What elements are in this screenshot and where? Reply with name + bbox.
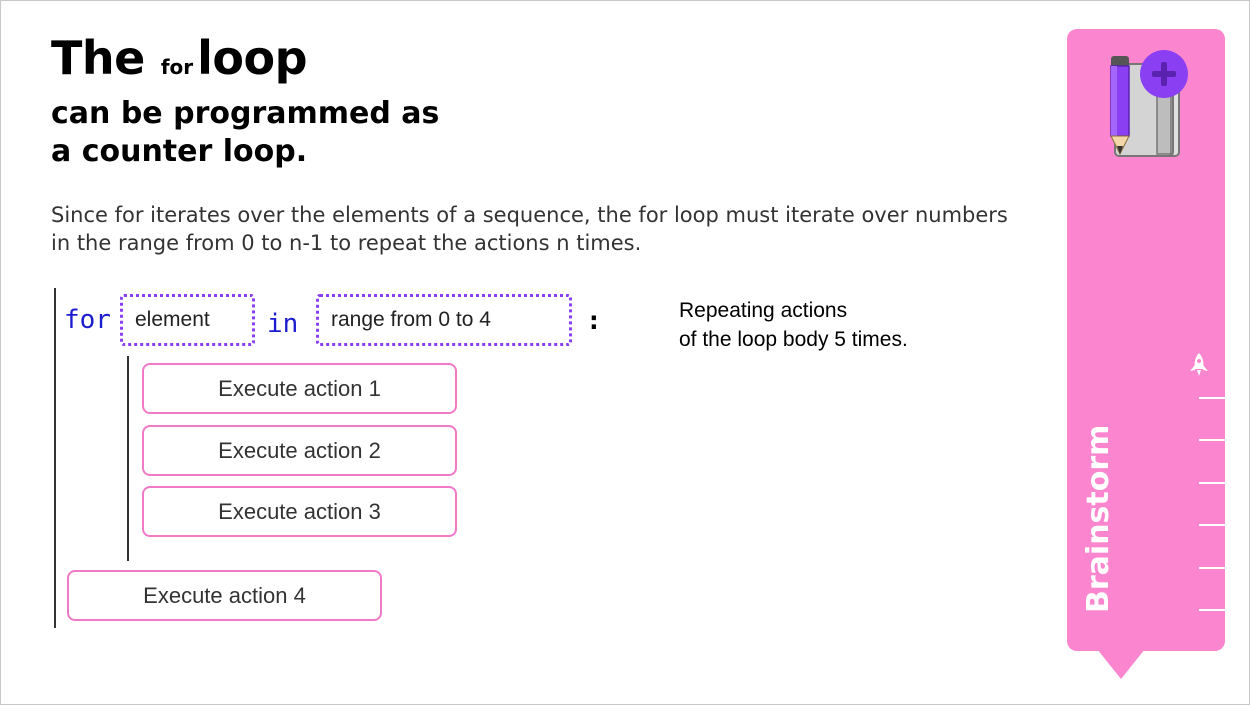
action-box-4: Execute action 4 [67,570,382,621]
subtitle-line-1: can be programmed as [51,96,440,131]
range-box: range from 0 to 4 [316,294,572,346]
description: Since for iterates over the elements of … [51,203,1008,255]
action-box-1: Execute action 1 [142,363,457,414]
subtitle-line-2: a counter loop. [51,134,308,169]
page-title: The for loop [51,31,308,85]
note-line-2: of the loop body 5 times. [679,328,908,351]
in-keyword: in [267,309,299,339]
subtitle: can be programmed as a counter loop. [51,95,439,171]
title-word-the: The [51,31,145,85]
pencil-notebook-plus-icon [1097,46,1197,166]
scale-tick [1199,609,1225,611]
loop-body-line [127,356,129,561]
panel-pointer [1097,649,1145,679]
title-word-loop: loop [197,31,308,85]
title-keyword-for: for [160,55,194,79]
scale-tick [1199,439,1225,441]
colon: : [586,306,602,336]
loop-note: Repeating actions of the loop body 5 tim… [679,296,908,354]
scale-tick [1199,524,1225,526]
for-keyword: for [64,305,111,335]
scale-tick [1199,482,1225,484]
note-line-1: Repeating actions [679,299,848,322]
action-box-3: Execute action 3 [142,486,457,537]
rocket-icon [1187,351,1211,379]
scale-tick [1199,397,1225,399]
outer-block-line [54,288,56,628]
scale-tick [1199,567,1225,569]
element-variable-box: element [120,294,255,346]
action-box-2: Execute action 2 [142,425,457,476]
brainstorm-label: Brainstorm [1081,424,1116,613]
